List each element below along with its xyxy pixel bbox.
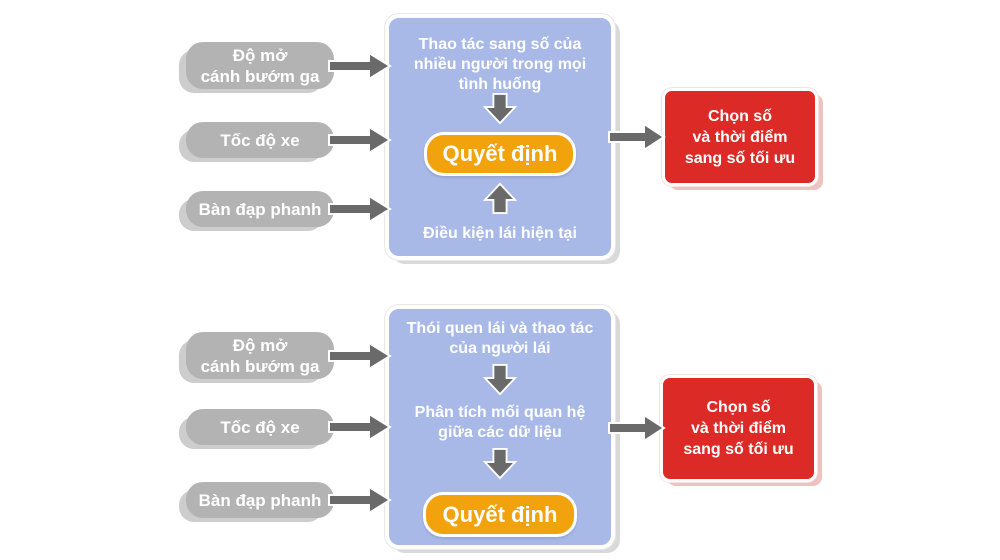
output-optimal-gear: Chọn số và thời điểm sang số tối ưu: [660, 375, 817, 482]
arrow-right-icon: [608, 413, 666, 443]
arrow-right-icon: [328, 341, 392, 371]
arrow-right-icon: [328, 51, 392, 81]
arrow-down-icon: [482, 364, 518, 396]
process-panel-analysis: Thói quen lái và thao tác của người lái …: [385, 305, 615, 549]
decision-button: Quyết định: [423, 492, 577, 537]
habit-text: Thói quen lái và thao tác của người lái: [406, 320, 594, 357]
experience-text: Thao tác sang số của nhiều người trong m…: [413, 36, 587, 93]
input-throttle-opening: Độ mở cánh bướm ga: [186, 332, 334, 379]
arrow-down-icon: [482, 93, 518, 125]
input-throttle-opening: Độ mở cánh bướm ga: [186, 42, 334, 89]
arrow-right-icon: [328, 485, 392, 515]
arrow-up-icon: [482, 182, 518, 214]
input-vehicle-speed: Tốc độ xe: [186, 122, 334, 158]
process-panel-experience: Thao tác sang số của nhiều người trong m…: [385, 14, 615, 260]
decision-button: Quyết định: [424, 132, 576, 176]
condition-text: Điều kiện lái hiện tại: [423, 225, 577, 242]
arrow-right-icon: [328, 412, 392, 442]
arrow-right-icon: [608, 122, 666, 152]
input-vehicle-speed: Tốc độ xe: [186, 409, 334, 445]
input-brake-pedal: Bàn đạp phanh: [186, 482, 334, 518]
arrow-down-icon: [482, 448, 518, 480]
analysis-text: Phân tích mối quan hệ giữa các dữ liệu: [414, 404, 586, 441]
arrow-right-icon: [328, 194, 392, 224]
output-optimal-gear: Chọn số và thời điểm sang số tối ưu: [662, 88, 818, 186]
input-brake-pedal: Bàn đạp phanh: [186, 191, 334, 227]
arrow-right-icon: [328, 125, 392, 155]
